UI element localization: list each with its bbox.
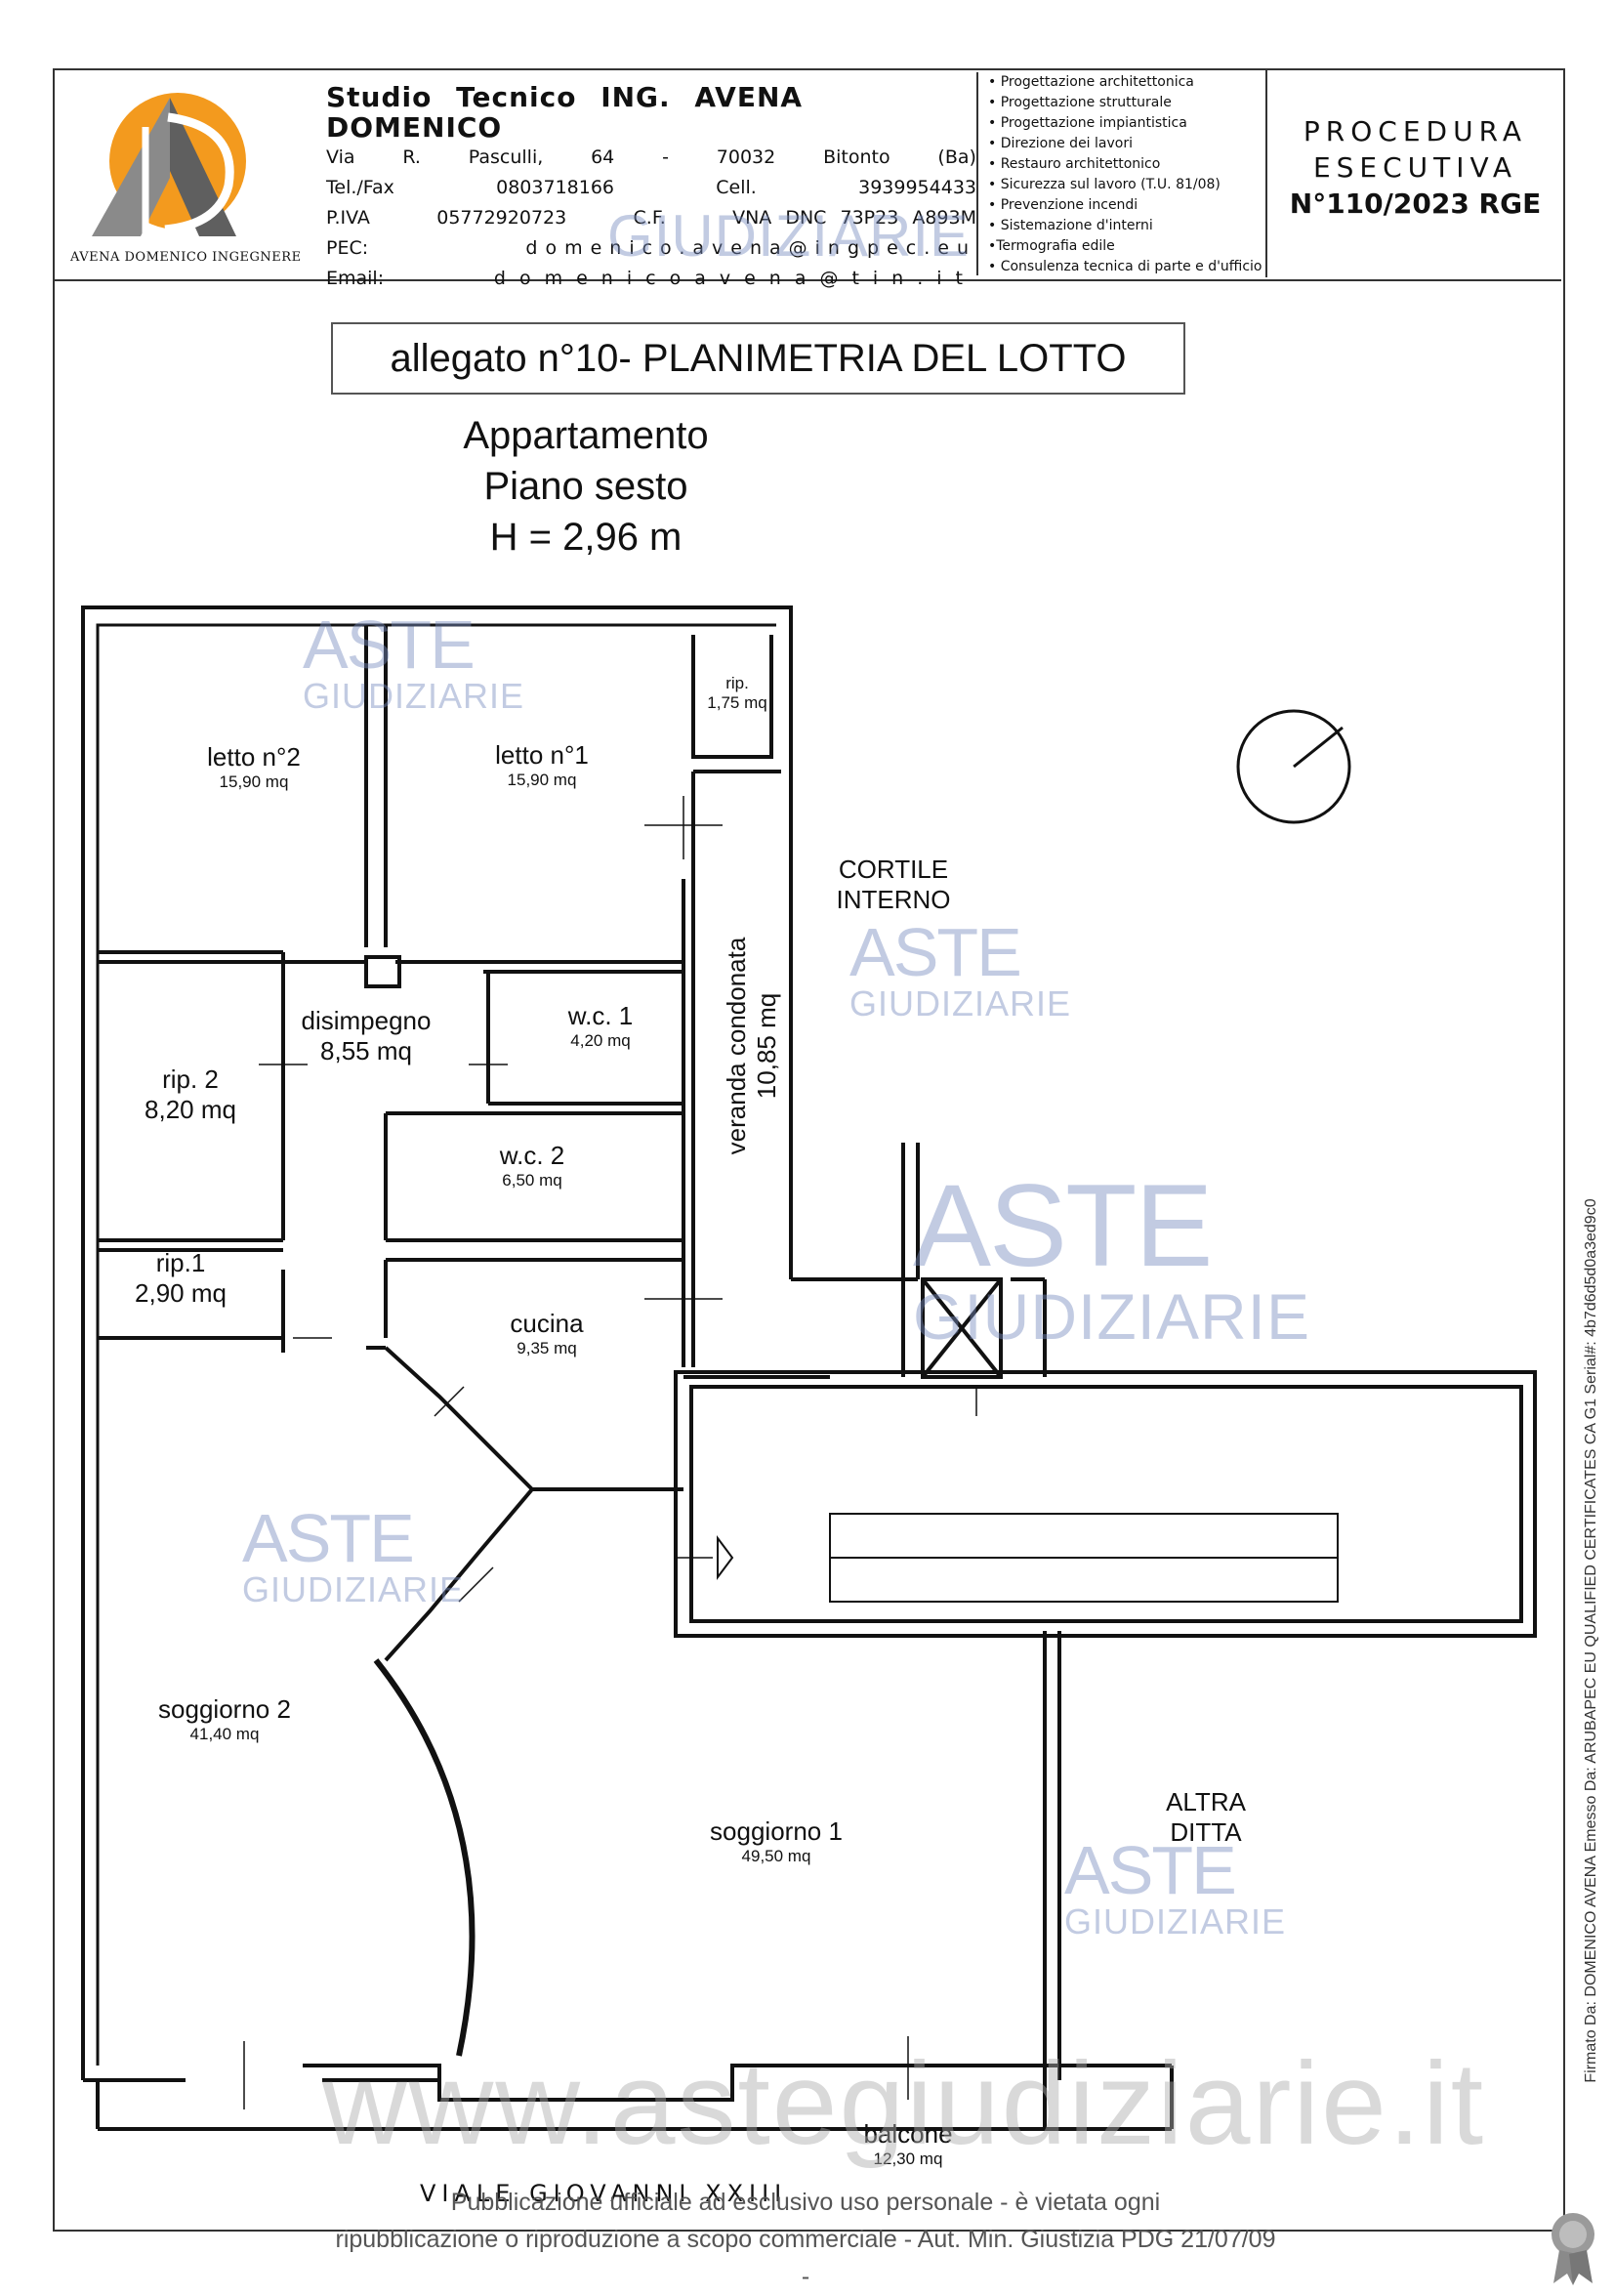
phone-label: Tel./Fax bbox=[326, 177, 394, 198]
footer-line1: Pubblicazione ufficiale ad esclusivo uso… bbox=[450, 2189, 1161, 2216]
service-item: • Consulenza tecnica di parte e d'uffici… bbox=[988, 259, 1262, 274]
address-part: 64 bbox=[591, 146, 615, 168]
email-label: Email: bbox=[326, 268, 385, 289]
room-disimpegno: disimpegno 8,55 mq bbox=[301, 1006, 432, 1065]
service-item: • Progettazione strutturale bbox=[988, 95, 1172, 110]
procedura-number: N°110/2023 RGE bbox=[1289, 188, 1542, 220]
room-soggiorno1: soggiorno 1 49,50 mq bbox=[710, 1816, 843, 1865]
email-row: Email: domenicoavena@tin.it bbox=[326, 264, 976, 294]
watermark-5: ASTE GIUDIZIARIE bbox=[1064, 1832, 1287, 1941]
room-cucina: cucina 9,35 mq bbox=[510, 1309, 584, 1357]
service-item: • Progettazione impiantistica bbox=[988, 115, 1187, 131]
outer-wall bbox=[81, 605, 793, 2080]
service-item: • Restauro architettonico bbox=[988, 156, 1161, 172]
services-list: • Progettazione architettonica • Progett… bbox=[976, 72, 1316, 275]
watermark-site: www.astegiudiziarie.it bbox=[322, 2038, 1486, 2169]
document-title: allegato n°10- PLANIMETRIA DEL LOTTO bbox=[331, 322, 1185, 395]
address-row: Via R. Pasculli, 64 - 70032 Bitonto (Ba) bbox=[326, 143, 976, 173]
altra-ditta-label: ALTRA DITTA bbox=[1166, 1787, 1246, 1847]
pec-address[interactable]: domenico.avena@ingpec.eu bbox=[525, 237, 976, 259]
piva-label: P.IVA bbox=[326, 207, 370, 229]
watermark-3: ASTE GIUDIZIARIE bbox=[913, 1160, 1311, 1353]
signature-text: Firmato Da: DOMENICO AVENA Emesso Da: AR… bbox=[1583, 1198, 1599, 2083]
logo-caption: AVENA DOMENICO INGEGNERE bbox=[70, 250, 302, 265]
address-part: Via bbox=[326, 146, 355, 168]
room-letto1: letto n°1 15,90 mq bbox=[495, 740, 589, 789]
studio-logo-icon bbox=[92, 93, 246, 236]
seal-badge-icon bbox=[1552, 2213, 1594, 2285]
tax-row: P.IVA 05772920723 C.F. VNA DNC 73P23 A89… bbox=[326, 203, 976, 233]
watermark-2: ASTE GIUDIZIARIE bbox=[849, 914, 1072, 1023]
room-balcone: balcone 12,30 mq bbox=[863, 2119, 953, 2168]
address-part: Bitonto bbox=[823, 146, 890, 168]
apartment-line2: Piano sesto bbox=[483, 465, 688, 508]
service-item: •Termografia edile bbox=[988, 238, 1115, 254]
apartment-line3: H = 2,96 m bbox=[489, 516, 683, 559]
email-address[interactable]: domenicoavena@tin.it bbox=[493, 268, 976, 289]
page-frame bbox=[53, 68, 1565, 2232]
service-item: • Sistemazione d'interni bbox=[988, 218, 1153, 233]
watermark-header: GIUDIZIARIE bbox=[607, 207, 970, 266]
service-item: • Sicurezza sul lavoro (T.U. 81/08) bbox=[988, 177, 1221, 192]
apartment-heading: Appartamento Piano sesto H = 2,96 m bbox=[391, 410, 781, 563]
studio-contacts: Studio Tecnico ING. AVENA DOMENICO Via R… bbox=[326, 82, 976, 294]
room-rip1: rip.1 2,90 mq bbox=[135, 1248, 227, 1308]
cf-code: VNA DNC 73P23 A893M bbox=[732, 207, 976, 229]
piva-number: 05772920723 bbox=[436, 207, 567, 229]
watermark-1: ASTE GIUDIZIARIE bbox=[303, 606, 525, 716]
address-part: 70032 bbox=[716, 146, 776, 168]
watermark-text: GIUDIZIARIE bbox=[607, 203, 971, 269]
service-item: • Prevenzione incendi bbox=[988, 197, 1138, 213]
address-part: R. bbox=[402, 146, 421, 168]
logo: AVENA DOMENICO INGEGNERE bbox=[53, 68, 301, 277]
footer-dash: - bbox=[801, 2263, 810, 2290]
address-part: Pasculli, bbox=[468, 146, 544, 168]
room-rip-small: rip. 1,75 mq bbox=[707, 674, 767, 712]
north-arrow-icon bbox=[1236, 709, 1351, 824]
studio-name: Studio Tecnico ING. AVENA DOMENICO bbox=[326, 81, 804, 144]
cortile-label: CORTILE INTERNO bbox=[836, 855, 951, 914]
procedura-line2: ESECUTIVA bbox=[1312, 151, 1518, 184]
room-veranda: veranda condonata 10,85 mq bbox=[722, 937, 781, 1155]
service-item: • Direzione dei lavori bbox=[988, 136, 1133, 151]
footer: Pubblicazione ufficiale ad esclusivo uso… bbox=[293, 2184, 1318, 2295]
address-part: - bbox=[662, 146, 669, 168]
cell-label: Cell. bbox=[716, 177, 757, 198]
address-part: (Ba) bbox=[937, 146, 976, 168]
room-letto2: letto n°2 15,90 mq bbox=[207, 742, 301, 791]
cf-label: C.F. bbox=[633, 207, 666, 229]
room-wc2: w.c. 2 6,50 mq bbox=[499, 1141, 565, 1190]
pec-row: PEC: domenico.avena@ingpec.eu bbox=[326, 233, 976, 264]
room-soggiorno2: soggiorno 2 41,40 mq bbox=[158, 1694, 291, 1743]
room-rip2: rip. 2 8,20 mq bbox=[145, 1065, 236, 1124]
procedura-box: PROCEDURA ESECUTIVA N°110/2023 RGE bbox=[1265, 68, 1563, 277]
street-label: VIALE GIOVANNI XXIII bbox=[420, 2180, 788, 2207]
pec-label: PEC: bbox=[326, 237, 369, 259]
footer-line2: ripubblicazione o riproduzione a scopo c… bbox=[335, 2226, 1276, 2253]
signature-sidebar: Firmato Da: DOMENICO AVENA Emesso Da: AR… bbox=[1572, 1104, 1611, 2178]
phone-number: 0803718166 bbox=[496, 177, 615, 198]
watermark-4: ASTE GIUDIZIARIE bbox=[242, 1500, 465, 1609]
cell-number: 3939954433 bbox=[858, 177, 976, 198]
phone-row: Tel./Fax 0803718166 Cell. 3939954433 bbox=[326, 173, 976, 203]
apartment-line1: Appartamento bbox=[463, 414, 709, 457]
service-item: • Progettazione architettonica bbox=[988, 74, 1194, 90]
procedura-line1: PROCEDURA bbox=[1303, 115, 1528, 147]
room-wc1: w.c. 1 4,20 mq bbox=[567, 1001, 634, 1050]
inner-outline bbox=[96, 623, 776, 2066]
header: AVENA DOMENICO INGEGNERE Studio Tecnico … bbox=[53, 68, 1563, 289]
